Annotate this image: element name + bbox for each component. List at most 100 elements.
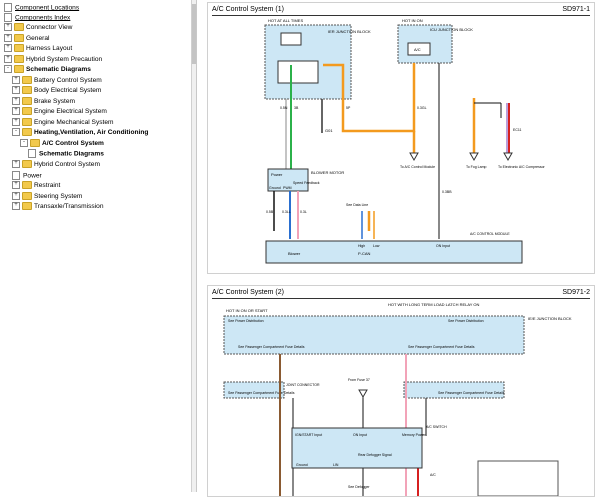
label-ground-2: Ground [296, 463, 308, 467]
tree-item[interactable]: + Connector View [4, 23, 72, 33]
frame-box [477, 460, 559, 496]
label-to-elec: To Electronic A/C Compressor [498, 165, 546, 169]
expand-icon[interactable]: + [12, 107, 20, 116]
label-module: A/C CONTROL MODULE [470, 232, 510, 236]
schematic-1-drawing: HOT AT ALL TIMES IER JUNCTION BLOCK HOT … [264, 18, 546, 264]
label-ie-junction: IE/E JUNCTION BLOCK [528, 316, 572, 321]
label-ec11: EC11 [513, 128, 522, 132]
expand-icon[interactable]: + [12, 76, 20, 85]
label-pcan: P-CAN [358, 251, 371, 256]
tree-item[interactable]: + Battery Control System [12, 76, 102, 86]
expand-icon[interactable]: + [12, 86, 20, 95]
scrollbar-thumb[interactable] [192, 4, 196, 64]
label-wire-03gl: 0.3GL [417, 106, 427, 110]
tree-item-label: Components Index [15, 14, 71, 22]
tree-item-label: Brake System [34, 98, 76, 105]
folder-icon [14, 55, 24, 64]
tree-item-label: Engine Electrical System [34, 108, 107, 115]
tree-item-label: Transaxle/Transmission [34, 203, 104, 210]
tree-item[interactable]: + Brake System [12, 97, 75, 107]
folder-icon [30, 139, 40, 148]
label-on-input: ON Input [436, 244, 450, 248]
label-wire-03bb: 0.3BB [442, 190, 452, 194]
label-see-pass-3: See Passenger Compartment Fuse Details [228, 391, 295, 395]
folder-icon [14, 23, 24, 32]
label-see-power-2: See Power Distribution [448, 319, 484, 323]
label-wire-05n: 0.5N [280, 106, 288, 110]
arrow-from-fuse [358, 389, 368, 399]
folder-icon [22, 97, 32, 106]
tree-item[interactable]: Component Locations [4, 3, 79, 13]
tree-item[interactable]: +Engine Mechanical System [12, 118, 114, 128]
tree-item[interactable]: Power [12, 171, 42, 181]
tree-item[interactable]: -A/C Control System [20, 139, 104, 149]
folder-icon [22, 107, 32, 116]
tree-item[interactable]: +Body Electrical System [12, 86, 101, 96]
tree-item-label: Hybrid Control System [34, 161, 100, 168]
expand-icon[interactable]: + [12, 118, 20, 127]
schematic-page-2: A/C Control System (2) SD971-2 HOT IN ON… [207, 285, 595, 497]
tree-item[interactable]: + General [4, 34, 49, 44]
label-see-pass-4: See Passenger Compartment Fuse Details [438, 391, 505, 395]
expand-icon[interactable]: + [12, 192, 20, 201]
tree-item[interactable]: +Restraint [12, 181, 60, 191]
tree-item-label: Schematic Diagrams [39, 150, 104, 158]
label-memory-power: Memory Power [402, 433, 426, 437]
label-joint-conn: JOINT CONNECTOR [286, 383, 320, 387]
folder-icon [22, 202, 32, 211]
expand-icon[interactable]: + [4, 55, 12, 64]
label-on-input-2: ON Input [353, 433, 367, 437]
ac-control-module-box [265, 240, 523, 264]
tree-item[interactable]: +Hybrid System Precaution [4, 55, 102, 65]
expand-icon[interactable]: + [12, 97, 20, 106]
expand-icon[interactable]: + [4, 44, 12, 53]
ac-fuse-box [407, 42, 431, 56]
collapse-icon[interactable]: - [12, 128, 20, 137]
label-ac-switch: A/C SWITCH [426, 425, 447, 429]
label-lin: LIN [333, 463, 339, 467]
tree-item-label: Battery Control System [34, 77, 102, 84]
tree-item[interactable]: -Heating,Ventilation, Air Conditioning [12, 128, 148, 138]
expand-icon[interactable]: + [12, 202, 20, 211]
tree-item[interactable]: Components Index [4, 13, 70, 23]
relay-box [277, 60, 319, 84]
tree-item[interactable]: +Steering System [12, 192, 82, 202]
expand-icon[interactable]: + [12, 160, 20, 169]
diagram-viewer: A/C Control System (1) SD971-1 HOT AT AL… [200, 0, 600, 497]
collapse-icon[interactable]: - [4, 65, 12, 74]
tree-item[interactable]: -Schematic Diagrams [4, 65, 91, 75]
document-icon [28, 149, 36, 158]
joint-connector-1 [223, 381, 285, 399]
page-2-code: SD971-2 [562, 289, 590, 296]
page-1-code: SD971-1 [562, 6, 590, 13]
arrow-to-elec [503, 152, 513, 162]
folder-icon [22, 160, 32, 169]
label-wire-03ll: 0.3LL [282, 210, 291, 214]
label-g01: G01 [325, 128, 333, 133]
collapse-icon[interactable]: - [20, 139, 28, 148]
sidebar-scrollbar[interactable] [191, 0, 196, 492]
arrow-to-ac [409, 152, 419, 162]
label-see-pass-1: See Passenger Compartment Fuse Details [238, 345, 305, 349]
label-to-ac: To A/C Control Module [400, 165, 435, 169]
tree-item[interactable]: +Harness Layout [4, 44, 72, 54]
expand-icon[interactable]: + [4, 34, 12, 43]
tree-item[interactable]: + Transaxle/Transmission [12, 202, 104, 212]
expand-icon[interactable]: + [12, 181, 20, 190]
expand-icon[interactable]: + [4, 23, 12, 32]
tree-item[interactable]: Schematic Diagrams [28, 149, 104, 159]
label-see-pass-2: See Passenger Compartment Fuse Details [408, 345, 475, 349]
tree-item[interactable]: + Hybrid Control System [12, 160, 100, 170]
tree-item-label: Connector View [26, 24, 73, 31]
schematic-page-1: A/C Control System (1) SD971-1 HOT AT AL… [207, 2, 595, 274]
label-pwm: PWM [283, 186, 292, 190]
tree-item[interactable]: + Engine Electrical System [12, 107, 107, 117]
label-high: High [358, 244, 365, 248]
label-see-data: See Data Line [346, 203, 368, 207]
label-wire-03l: 0.3L [300, 210, 307, 214]
label-from-fuse: From Fuse 37 [348, 378, 370, 382]
label-hot-on: HOT IN ON [402, 18, 423, 23]
tree-item-label: General [26, 35, 50, 42]
label-icu: ICU JUNCTION BLOCK [430, 27, 473, 32]
folder-icon [14, 65, 24, 74]
